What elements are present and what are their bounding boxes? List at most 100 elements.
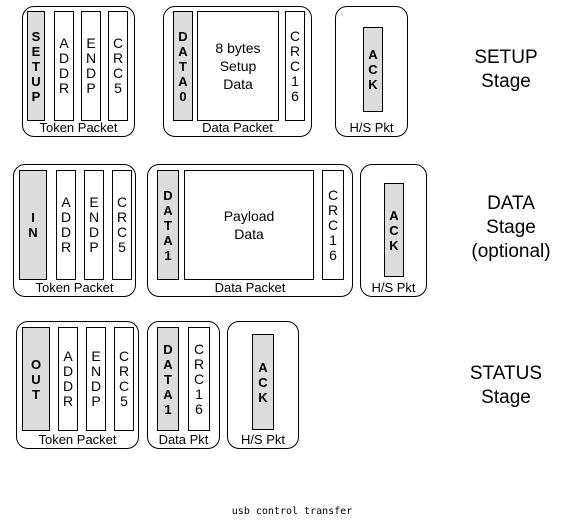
field-char: K [258, 389, 268, 405]
field-char: P [86, 80, 96, 96]
field-char: C [289, 27, 301, 44]
field-char: R [112, 50, 124, 66]
field-char: K [389, 237, 399, 253]
field-char: P [91, 393, 101, 409]
field-char: A [163, 386, 173, 402]
field-char: 6 [195, 400, 203, 417]
field-char: C [112, 65, 124, 81]
field-char: E [86, 35, 96, 51]
field-char: C [112, 35, 124, 51]
field-char: 1 [164, 247, 172, 263]
field-char: D [58, 65, 70, 81]
field-char: T [179, 58, 187, 74]
stage-label-line: Stage [481, 387, 531, 408]
field-char: Data [223, 76, 253, 92]
field-char: Payload [223, 208, 275, 224]
setup-token-label: Token Packet [39, 120, 118, 135]
field-char: D [90, 378, 102, 394]
field-char: E [91, 348, 101, 364]
field-char: U [31, 371, 41, 387]
field-char: 8 bytes [215, 40, 261, 56]
field-char: 1 [329, 231, 337, 248]
field-char: C [258, 374, 268, 390]
field-char: D [163, 187, 173, 203]
stage-label-line: STATUS [469, 363, 543, 384]
field-char: 6 [329, 246, 337, 263]
field-char: A [368, 47, 378, 62]
field-char: T [164, 371, 172, 387]
field-char: D [163, 341, 173, 357]
field-char: Data [234, 226, 264, 242]
stage-label-line: DATA [487, 193, 535, 214]
stage-label-line: SETUP [474, 47, 538, 68]
field-char: R [62, 393, 74, 409]
field-char: R [289, 42, 301, 59]
field-char: 1 [291, 72, 299, 89]
field-char: C [116, 194, 128, 210]
field-char: R [118, 363, 130, 379]
stage-label-line: Stage [481, 71, 531, 92]
field-char: T [32, 386, 40, 402]
field-char: R [60, 239, 72, 255]
field-char: 1 [164, 401, 172, 417]
field-char: 1 [195, 385, 203, 402]
status-hs-label: H/S Pkt [240, 432, 286, 447]
field-char: U [31, 73, 41, 89]
field-char: D [60, 209, 72, 225]
field-char: P [89, 239, 99, 255]
field-char: C [193, 340, 205, 357]
field-char: N [28, 225, 38, 240]
data-hs-label: H/S Pkt [371, 280, 416, 295]
field-char: C [368, 62, 378, 77]
field-char: C [289, 57, 301, 74]
setup-data-label: Data Packet [202, 120, 273, 135]
field-char: A [178, 73, 188, 89]
status-data-label: Data Pkt [158, 432, 209, 447]
field-char: A [63, 348, 73, 364]
field-char: 5 [114, 80, 122, 96]
field-char: D [62, 378, 74, 394]
field-char: A [389, 207, 399, 223]
field-char: A [163, 356, 173, 372]
field-char: R [58, 80, 70, 96]
field-char: N [90, 363, 102, 379]
field-char: C [118, 378, 130, 394]
field-char: D [62, 363, 74, 379]
field-char: N [88, 209, 100, 225]
field-char: K [368, 77, 378, 92]
field-char: T [164, 217, 172, 233]
field-char: D [178, 28, 188, 44]
status-stage-label: STATUS Stage [446, 362, 566, 410]
field-char: 5 [120, 393, 128, 409]
diagram-caption: usb control transfer [231, 506, 353, 517]
field-char: A [258, 359, 268, 375]
field-char: D [88, 224, 100, 240]
setup-stage-label: SETUP Stage [446, 46, 566, 94]
field-char: C [327, 216, 339, 233]
field-char: R [116, 209, 128, 225]
field-char: D [58, 50, 70, 66]
field-char: 6 [291, 87, 299, 104]
field-char: 5 [118, 239, 126, 255]
